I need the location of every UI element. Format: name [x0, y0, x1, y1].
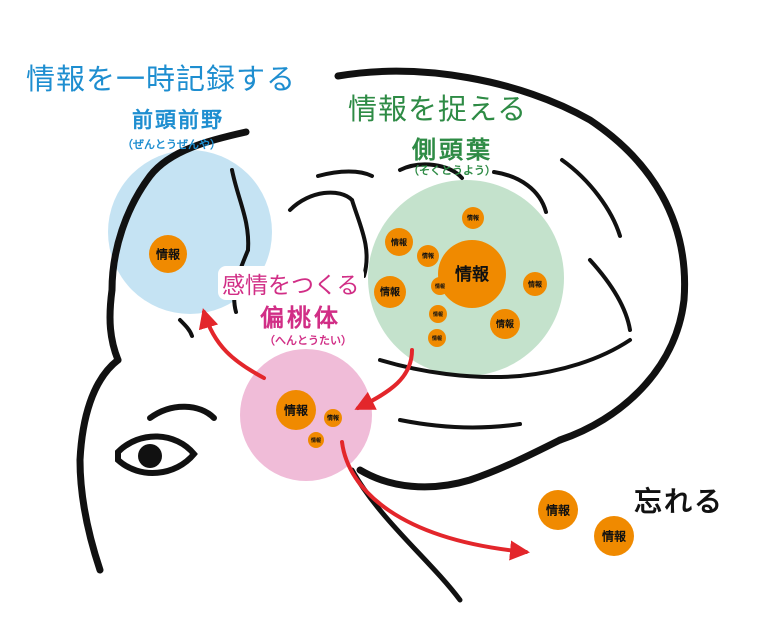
info-dot-amygdala: 情報: [276, 390, 316, 430]
amygdala-role-label: 感情をつくる: [218, 266, 364, 300]
temporal-reading-label: （そくとうよう）: [408, 164, 496, 177]
info-dot-temporal: 情報: [428, 329, 446, 347]
info-dot-forget: 情報: [594, 516, 634, 556]
arrow-amygdala-to-forget: [340, 440, 530, 561]
info-dot-temporal: 情報: [490, 309, 520, 339]
arrow-amygdala-to-prefrontal: [198, 308, 266, 380]
temporal-role-label: 情報を捉える: [348, 92, 528, 126]
info-dot-label: 情報: [327, 414, 340, 422]
info-dot-temporal: 情報: [417, 245, 439, 267]
info-dot-label: 情報: [434, 283, 446, 290]
brain-folds: [178, 158, 632, 430]
info-dot-temporal: 情報: [385, 228, 413, 256]
prefrontal-role-label: 情報を一時記録する: [26, 62, 297, 96]
brain-outline: [76, 67, 689, 603]
info-dot-label: 情報: [156, 246, 181, 261]
info-dot-amygdala: 情報: [324, 409, 342, 427]
info-dot-temporal: 情報: [431, 277, 449, 295]
info-dot-prefrontal: 情報: [149, 235, 187, 273]
eye: [115, 403, 217, 476]
info-dot-label: 情報: [495, 318, 515, 330]
info-dot-label: 情報: [380, 286, 401, 299]
info-dot-label: 情報: [546, 502, 571, 517]
info-dot-amygdala: 情報: [308, 432, 324, 448]
info-dot-forget: 情報: [538, 490, 578, 530]
info-dot-label: 情報: [310, 437, 322, 444]
info-dot-temporal: 情報: [438, 240, 506, 308]
forget-label: 忘れる: [634, 485, 725, 518]
flow-arrows: [198, 308, 530, 561]
info-dot-temporal: 情報: [429, 305, 447, 323]
prefrontal-reading-label: （ぜんとうぜんや）: [122, 138, 221, 151]
arrow-temporal-to-amygdala: [354, 348, 414, 410]
info-dot-label: 情報: [432, 311, 444, 318]
info-dot-label: 情報: [602, 528, 627, 543]
info-dot-label: 情報: [390, 237, 408, 247]
prefrontal-name-label: 前頭前野: [132, 108, 224, 132]
info-dot-label: 情報: [528, 280, 543, 289]
info-dot-label: 情報: [284, 402, 309, 417]
info-dot-temporal: 情報: [374, 276, 406, 308]
info-dot-label: 情報: [467, 214, 480, 222]
info-dot-label: 情報: [431, 335, 443, 342]
info-dot-label: 情報: [455, 264, 490, 285]
info-dot-temporal: 情報: [523, 272, 547, 296]
info-dot-temporal: 情報: [462, 207, 484, 229]
amygdala-reading-label: （へんとうたい）: [264, 334, 352, 347]
amygdala-name-label: 偏桃体: [260, 304, 341, 332]
temporal-name-label: 側頭葉: [412, 136, 493, 164]
info-dot-label: 情報: [422, 252, 435, 260]
